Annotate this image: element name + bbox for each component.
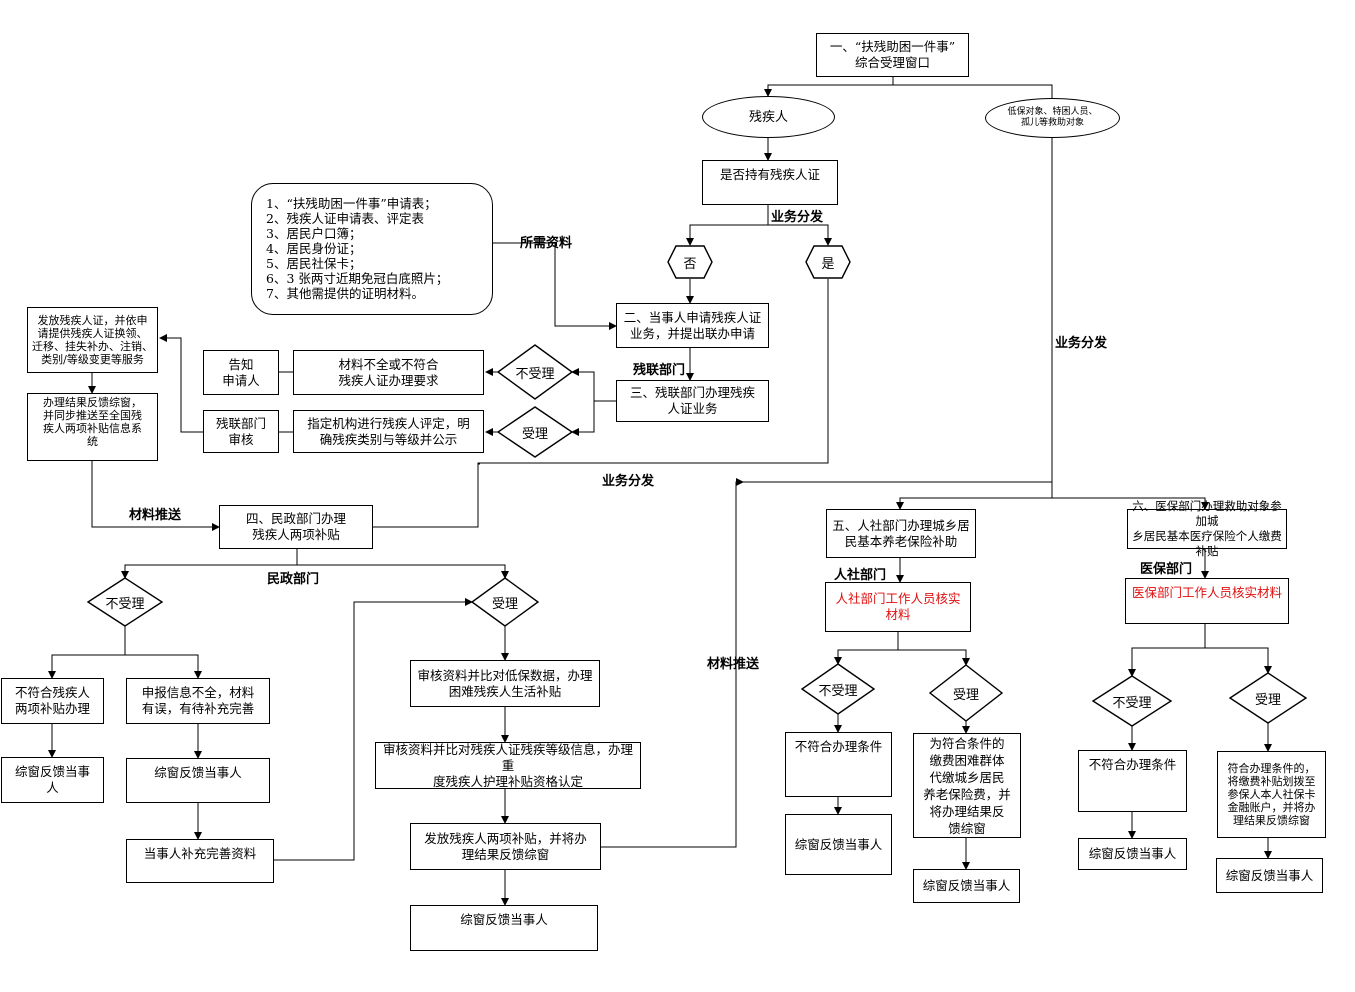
accept-diamond-shape xyxy=(496,406,574,458)
cdpf-dept-label: 残联部门 xyxy=(633,363,686,378)
issue-subsidy-box: 发放残疾人两项补贴，并将办 理结果反馈综窗 xyxy=(410,823,601,870)
med-dept-box: 六、医保部门办理救助对象参加城 乡居民基本医疗保险个人缴费补贴 xyxy=(1127,499,1287,558)
required-materials-label: 所需资料 xyxy=(520,236,573,251)
comprehensive-window-box: 一、“扶残助困一件事” 综合受理窗口 xyxy=(816,33,969,77)
hr-accept-label: 受理 xyxy=(952,687,979,703)
reject-diamond-label: 不受理 xyxy=(515,366,555,382)
material-item: 4、居民身份证； xyxy=(266,241,362,256)
apply-card-box: 二、当事人申请残疾人证 业务，并提出联办申请 xyxy=(616,303,769,348)
disabled-person-ellipse: 残疾人 xyxy=(702,96,835,138)
hr-dept-box: 五、人社部门办理城乡居 民基本养老保险补助 xyxy=(826,509,976,558)
yes-hexagon xyxy=(805,245,851,279)
supplement-box: 当事人补充完善资料 xyxy=(126,839,274,883)
reject-diamond-shape xyxy=(496,344,574,400)
med-feedback-2-box: 综窗反馈当事人 xyxy=(1216,858,1323,893)
feedback-push-box: 办理结果反馈综窗， 并同步推送至全国残 疾人两项补贴信息系 统 xyxy=(27,393,158,461)
civil-reject-diamond-shape xyxy=(86,577,164,627)
hr-pay-box: 为符合条件的 缴费困难群体 代缴城乡居民 养老保险费，并 将办理结果反 馈综窗 xyxy=(913,733,1021,838)
material-item: 1、“扶残助困一件事”申请表； xyxy=(266,196,437,211)
material-item: 5、居民社保卡； xyxy=(266,256,362,271)
dispatch-label-3: 业务分发 xyxy=(602,474,655,489)
material-item: 2、残疾人证申请表、评定表 xyxy=(266,211,424,226)
material-item: 7、其他需提供的证明材料。 xyxy=(266,286,424,301)
material-push-label-2: 材料推送 xyxy=(707,657,760,672)
hr-feedback-1-box: 综窗反馈当事人 xyxy=(785,814,892,875)
material-item: 6、3 张两寸近期免冠白底照片； xyxy=(266,271,449,286)
hr-reject-diamond-shape xyxy=(800,663,876,715)
hr-not-qualified-box: 不符合办理条件 xyxy=(785,732,892,797)
med-pay-box: 符合办理条件的， 将缴费补贴划拨至 参保人本人社保卡 金融账户，并将办 理结果反… xyxy=(1217,751,1326,838)
feedback-a-box: 综窗反馈当事 人 xyxy=(1,757,104,803)
med-dept-label: 医保部门 xyxy=(1140,562,1193,577)
review-box: 残联部门 审核 xyxy=(203,410,279,453)
notify-applicant-box: 告知 申请人 xyxy=(203,350,279,395)
issue-card-box: 发放残疾人证，并依申 请提供残疾人证换领、 迁移、挂失补办、注销、 类别/等级变… xyxy=(27,307,158,373)
civil-dept-label: 民政部门 xyxy=(267,572,320,587)
check-level-box: 审核资料并比对残疾人证残疾等级信息，办理重 度残疾人护理补贴资格认定 xyxy=(375,742,641,789)
handle-card-box: 三、残联部门办理残疾 人证业务 xyxy=(616,380,769,422)
yes-label: 是 xyxy=(821,256,835,272)
hr-verify-box: 人社部门工作人员核实 材料 xyxy=(825,582,971,632)
med-reject-diamond-shape xyxy=(1091,675,1173,727)
no-hexagon xyxy=(667,245,713,279)
med-not-qualified-box: 不符合办理条件 xyxy=(1078,750,1187,812)
check-lowincome-box: 审核资料并比对低保数据，办理 困难残疾人生活补贴 xyxy=(410,660,600,707)
hr-accept-diamond-shape xyxy=(928,664,1004,722)
med-accept-diamond-shape xyxy=(1228,672,1308,724)
hr-reject-label: 不受理 xyxy=(818,683,858,699)
med-feedback-1-box: 综窗反馈当事人 xyxy=(1078,838,1187,870)
civil-reject-label: 不受理 xyxy=(105,596,145,612)
has-card-box: 是否持有残疾人证 xyxy=(702,160,838,205)
material-item: 3、居民户口簿； xyxy=(266,226,362,241)
civil-affairs-box: 四、民政部门办理 残疾人两项补贴 xyxy=(219,505,373,549)
required-materials-box: 1、“扶残助困一件事”申请表； 2、残疾人证申请表、评定表 3、居民户口簿； 4… xyxy=(251,183,493,315)
feedback-b-box: 综窗反馈当事人 xyxy=(126,758,270,803)
low-income-ellipse: 低保对象、特困人员、 孤儿等救助对象 xyxy=(985,98,1120,138)
med-accept-label: 受理 xyxy=(1254,692,1281,708)
med-verify-box: 医保部门工作人员核实材料 xyxy=(1125,578,1289,624)
incomplete-box: 材料不全或不符合 残疾人证办理要求 xyxy=(293,350,484,395)
feedback-c-box: 综窗反馈当事人 xyxy=(410,905,598,951)
info-incomplete-box: 申报信息不全，材料 有误，有待补充完善 xyxy=(126,678,270,724)
not-qualified-box: 不符合残疾人 两项补贴办理 xyxy=(1,678,104,724)
accept-diamond-label: 受理 xyxy=(521,426,548,442)
civil-accept-label: 受理 xyxy=(491,596,518,612)
assess-box: 指定机构进行残疾人评定，明 确残疾类别与等级并公示 xyxy=(293,410,484,453)
dispatch-label-1: 业务分发 xyxy=(771,210,824,225)
dispatch-label-2: 业务分发 xyxy=(1055,336,1108,351)
hr-feedback-2-box: 综窗反馈当事人 xyxy=(913,869,1020,903)
hr-dept-label: 人社部门 xyxy=(834,568,887,583)
material-push-label-1: 材料推送 xyxy=(129,508,182,523)
no-label: 否 xyxy=(683,256,697,272)
civil-accept-diamond-shape xyxy=(470,577,540,627)
med-reject-label: 不受理 xyxy=(1112,695,1152,711)
